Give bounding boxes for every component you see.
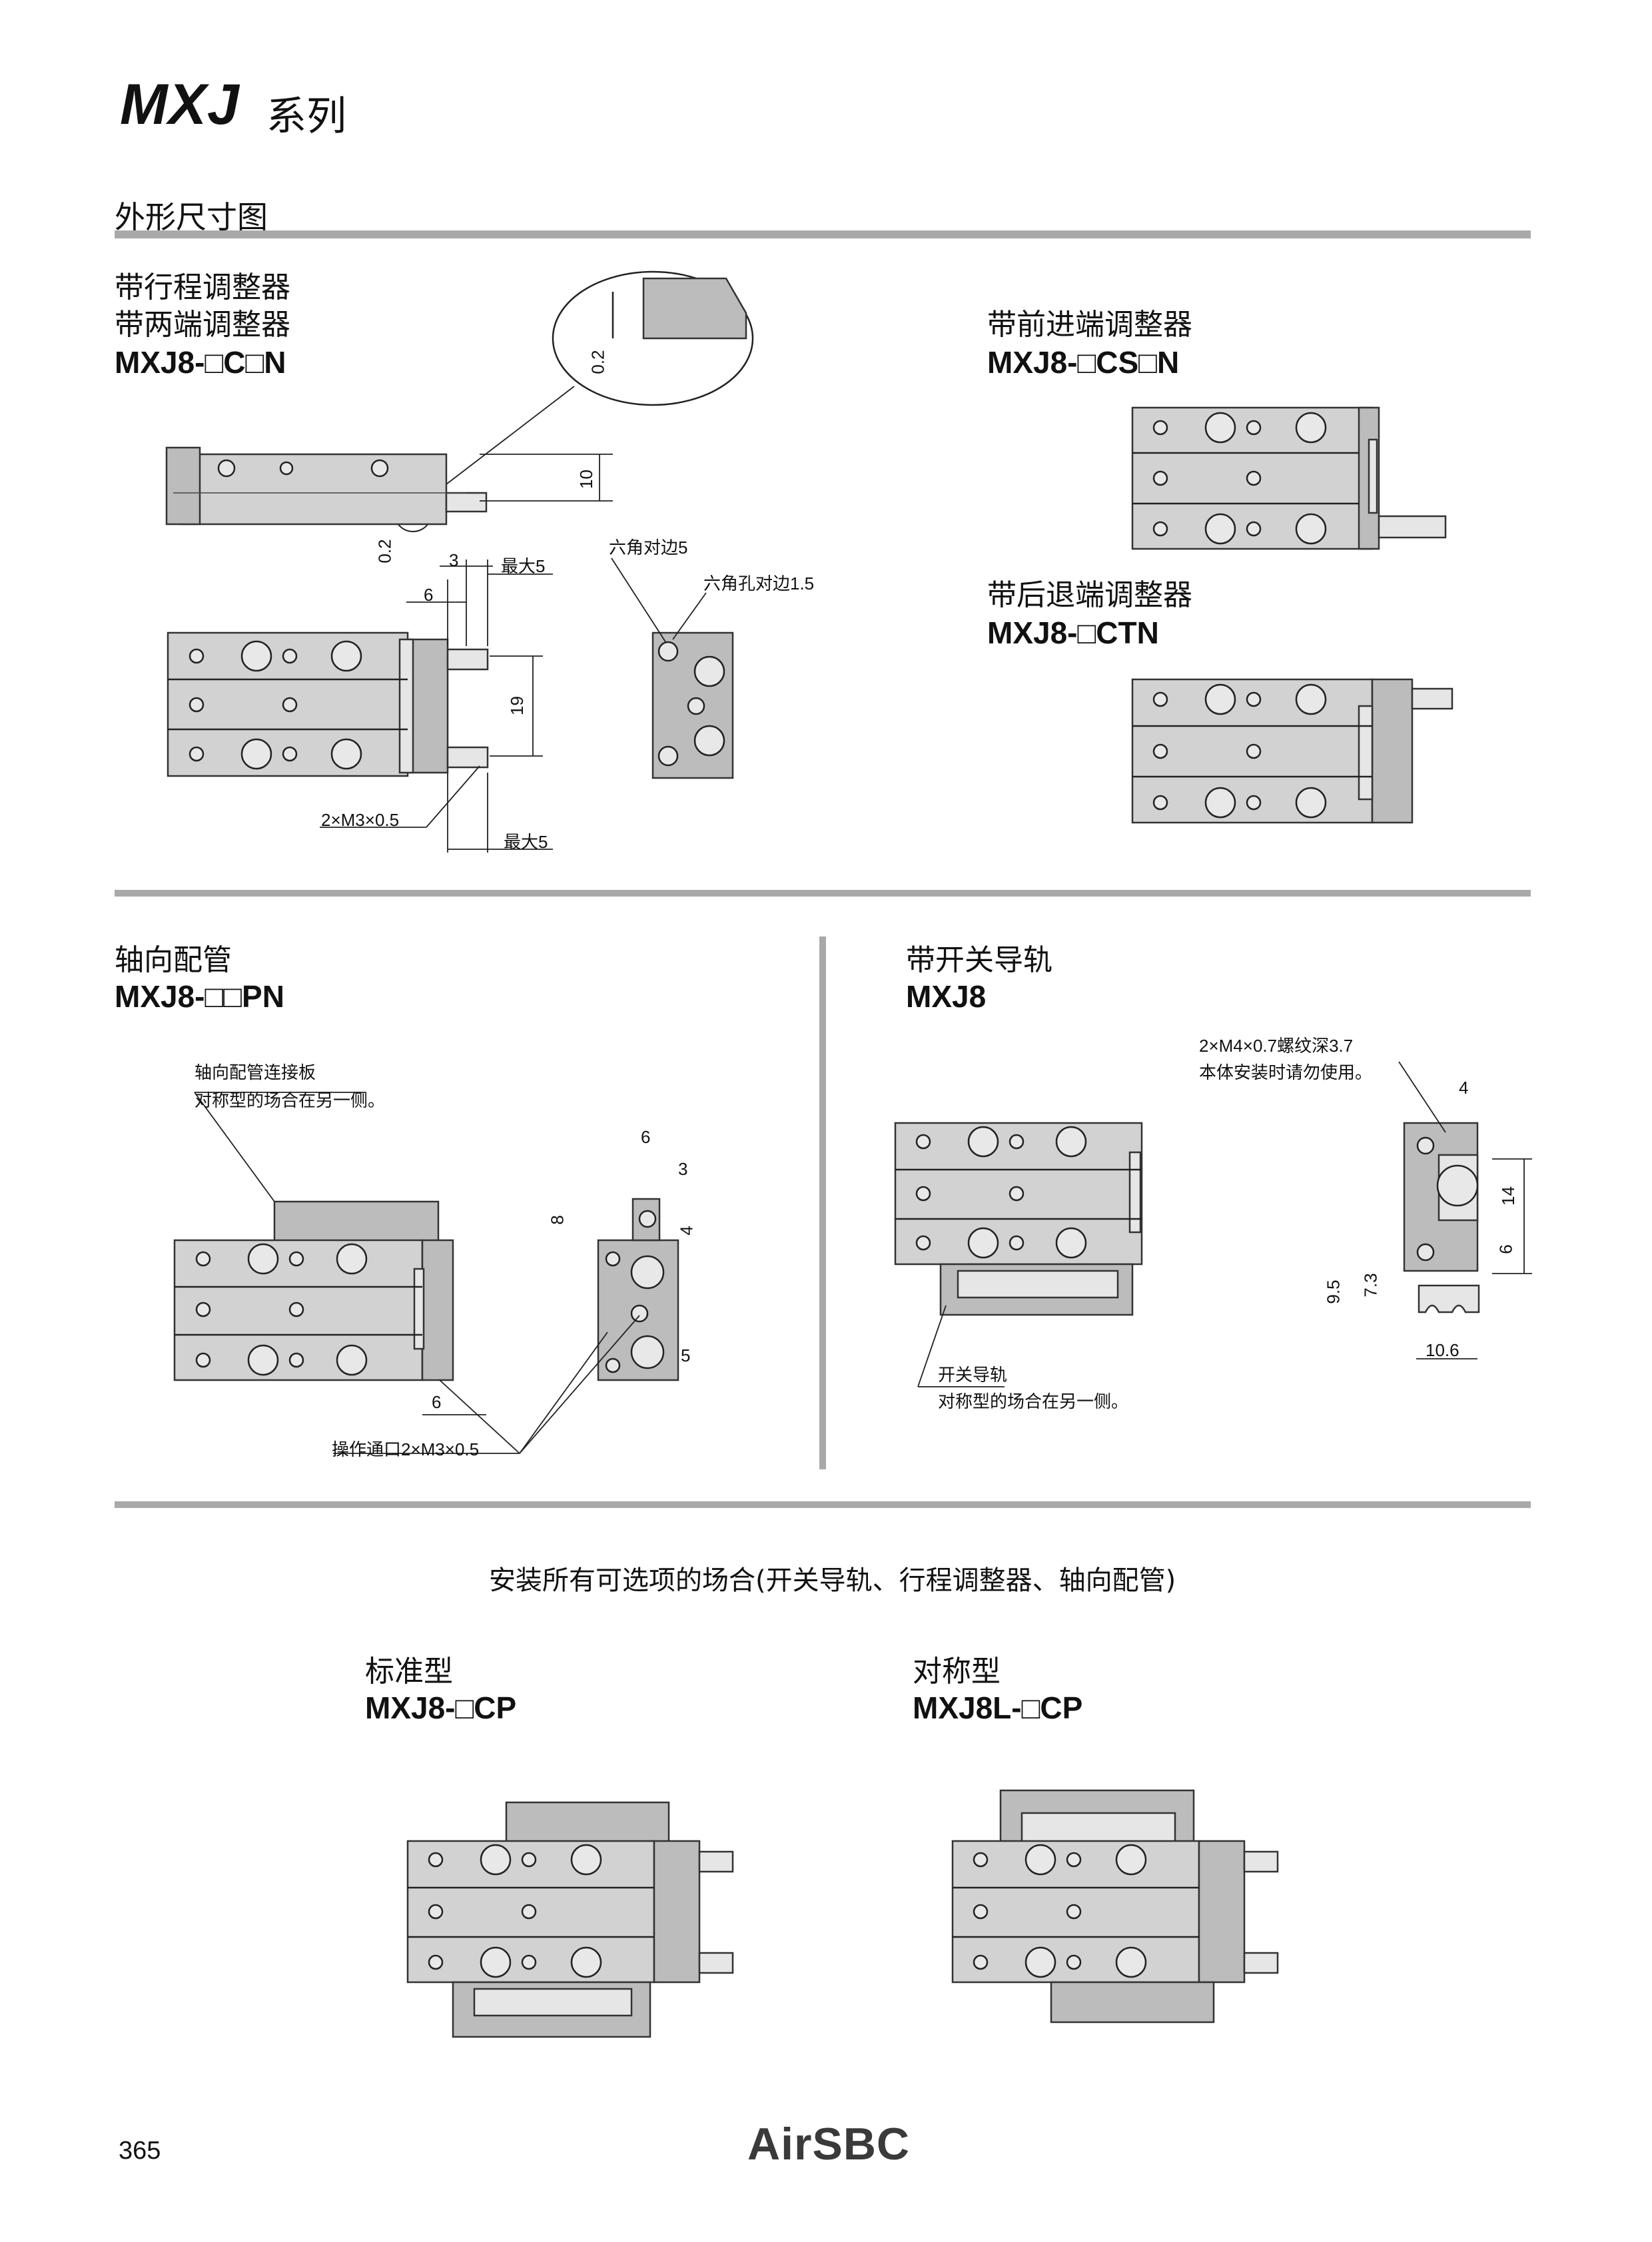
page-number: 365 (119, 2137, 161, 2165)
dim-6: 6 (424, 585, 434, 605)
rule-middle (115, 890, 1531, 897)
rear-adjuster-title: 带后退端调整器 (987, 578, 1192, 612)
rear-adjuster-model: MXJ8-□CTN (987, 615, 1159, 650)
top-hole-a2 (240, 640, 272, 672)
top-end-plate (398, 638, 414, 774)
switch-rail-title: 带开关导轨 (906, 943, 1052, 977)
end-hole-4 (693, 725, 725, 757)
stroke-adjuster-title-1: 带行程调整器 (115, 270, 290, 304)
rule-vertical (819, 936, 826, 1469)
thread-label: 2×M3×0.5 (321, 810, 400, 830)
rail-dim-4: 4 (1459, 1078, 1469, 1098)
top-hole-b1 (189, 697, 205, 713)
axial-dim-5: 5 (681, 1345, 691, 1365)
top-hole-c2 (240, 738, 272, 770)
side-cap (165, 446, 201, 526)
side-hole-1 (217, 459, 236, 478)
front-adjuster-model: MXJ8-□CS□N (987, 345, 1180, 380)
hex-width-label: 六角对边5 (609, 538, 688, 558)
detail-leader (426, 386, 575, 500)
series-code: MXJ (120, 73, 240, 137)
top-hole-c3 (282, 746, 298, 762)
switch-rail-model: MXJ8 (906, 979, 987, 1014)
detail-step (642, 277, 747, 340)
top-hole-c1 (189, 746, 205, 762)
axial-dim-6-bottom: 6 (432, 1392, 442, 1412)
symmetric-title: 对称型 (913, 1655, 1001, 1688)
plate-note-2: 对称型的场合在另一侧。 (195, 1090, 386, 1110)
brand-logo: AirSBC (747, 2119, 911, 2169)
rail-note-2: 对称型的场合在另一侧。 (938, 1391, 1129, 1411)
end-hole-2 (693, 655, 725, 687)
top-hole-c4 (330, 738, 362, 770)
front-adjuster-title: 带前进端调整器 (987, 308, 1192, 342)
rule-lower (115, 1501, 1531, 1508)
rail-dim-10-6: 10.6 (1426, 1340, 1459, 1360)
port-label: 操作通口2×M3×0.5 (332, 1439, 480, 1459)
end-hole-5 (657, 745, 679, 767)
plate-note-1: 轴向配管连接板 (195, 1062, 316, 1082)
top-hole-a3 (282, 648, 298, 664)
axial-dim-6-top: 6 (641, 1127, 651, 1147)
axial-piping-model: MXJ8-□□PN (115, 979, 284, 1014)
max5-top: 最大5 (501, 556, 546, 576)
thread-leader-2 (426, 765, 480, 828)
side-hole-3 (370, 459, 389, 478)
section-rule (115, 230, 1531, 238)
top-hole-a4 (330, 640, 362, 672)
stroke-adjuster-title-2: 带两端调整器 (115, 308, 290, 342)
standard-title: 标准型 (365, 1655, 453, 1688)
axial-piping-title: 轴向配管 (115, 943, 232, 977)
end-hole-1 (657, 641, 679, 662)
thread-note-1: 2×M4×0.7螺纹深3.7 (1199, 1036, 1354, 1056)
stroke-adjuster-model: MXJ8-□C□N (115, 345, 286, 380)
top-adjuster-upper (446, 648, 489, 671)
top-hole-a1 (189, 648, 205, 664)
side-hole-2 (279, 461, 294, 476)
all-options-caption: 安装所有可选项的场合(开关导轨、行程调整器、轴向配管) (489, 1565, 1176, 1596)
thread-note-2: 本体安装时请勿使用。 (1199, 1062, 1373, 1082)
symmetric-model: MXJ8L-□CP (913, 1690, 1083, 1725)
axial-dim-3: 3 (678, 1159, 688, 1179)
hex-socket-label: 六角孔对边1.5 (703, 573, 815, 593)
hex-socket-leader (672, 592, 707, 640)
series-suffix: 系列 (266, 93, 346, 140)
rail-note-1: 开关导轨 (938, 1365, 1008, 1385)
hex-leader (611, 558, 667, 643)
standard-model: MXJ8-□CP (365, 1690, 517, 1725)
top-hole-b2 (282, 697, 298, 713)
section-title: 外形尺寸图 (115, 199, 268, 235)
end-hole-3 (687, 697, 705, 715)
dim-3: 3 (449, 550, 459, 570)
top-adjuster-lower (446, 746, 489, 769)
side-adjuster-rod (445, 492, 488, 513)
max5-bottom: 最大5 (504, 832, 548, 852)
top-cap (406, 638, 449, 774)
